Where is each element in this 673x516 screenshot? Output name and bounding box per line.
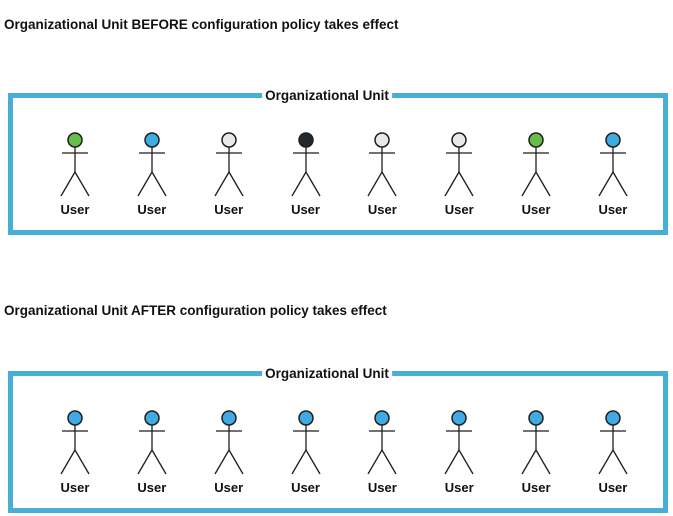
user-figure: User: [274, 410, 338, 495]
before-section-title: Organizational Unit BEFORE configuration…: [4, 17, 399, 32]
user-figure: User: [504, 132, 568, 217]
user-head-green: [528, 132, 544, 148]
user-head-blue: [451, 410, 467, 426]
user-head-blue: [528, 410, 544, 426]
user-actor-icon: [444, 132, 474, 197]
user-figure: User: [197, 410, 261, 495]
user-actor-icon: [521, 132, 551, 197]
user-label: User: [214, 202, 244, 217]
user-figure: User: [350, 410, 414, 495]
user-head-gray: [220, 132, 237, 148]
user-label: User: [521, 202, 551, 217]
user-actor-icon: [367, 132, 397, 197]
user-head-gray: [451, 132, 467, 148]
user-figure: User: [427, 132, 491, 217]
user-label: User: [444, 202, 474, 217]
user-figure: User: [427, 410, 491, 495]
user-actor-icon: [598, 132, 628, 197]
user-figure: User: [43, 410, 107, 495]
user-actor-icon: [60, 410, 90, 475]
after-users-row: User User User User User User User User: [13, 376, 663, 495]
user-label: User: [367, 202, 397, 217]
user-head-blue: [374, 410, 391, 426]
user-actor-icon: [290, 410, 321, 475]
user-actor-icon: [598, 410, 628, 475]
user-figure: User: [43, 132, 107, 217]
user-label: User: [137, 202, 167, 217]
user-actor-icon: [214, 132, 244, 197]
user-actor-icon: [214, 410, 244, 475]
user-label: User: [291, 480, 320, 495]
user-figure: User: [274, 132, 338, 217]
after-section-title: Organizational Unit AFTER configuration …: [4, 303, 387, 318]
user-actor-icon: [444, 410, 474, 475]
user-label: User: [60, 480, 90, 495]
user-label: User: [598, 202, 628, 217]
user-head-gray: [374, 132, 391, 148]
user-actor-icon: [367, 410, 397, 475]
user-figure: User: [120, 132, 184, 217]
user-actor-icon: [521, 410, 551, 475]
user-figure: User: [581, 410, 645, 495]
user-actor-icon: [60, 132, 90, 197]
user-head-blue: [67, 410, 83, 426]
user-head-green: [67, 132, 83, 148]
user-head-blue: [144, 410, 160, 426]
user-head-blue: [605, 132, 621, 148]
user-label: User: [598, 480, 628, 495]
user-label: User: [137, 480, 167, 495]
user-actor-icon: [137, 132, 167, 197]
before-ou-box-label: Organizational Unit: [262, 88, 392, 104]
user-label: User: [60, 202, 90, 217]
user-figure: User: [581, 132, 645, 217]
user-figure: User: [504, 410, 568, 495]
user-label: User: [521, 480, 551, 495]
user-figure: User: [197, 132, 261, 217]
before-users-row: User User User User User User User User: [13, 98, 663, 217]
user-head-black: [297, 132, 314, 148]
user-label: User: [444, 480, 474, 495]
user-figure: User: [350, 132, 414, 217]
user-actor-icon: [290, 132, 321, 197]
user-head-blue: [220, 410, 237, 426]
after-ou-box-label: Organizational Unit: [262, 366, 392, 382]
user-label: User: [291, 202, 320, 217]
user-head-blue: [297, 410, 314, 426]
user-head-blue: [144, 132, 160, 148]
user-figure: User: [120, 410, 184, 495]
user-actor-icon: [137, 410, 167, 475]
user-label: User: [367, 480, 397, 495]
user-head-blue: [605, 410, 621, 426]
user-label: User: [214, 480, 244, 495]
